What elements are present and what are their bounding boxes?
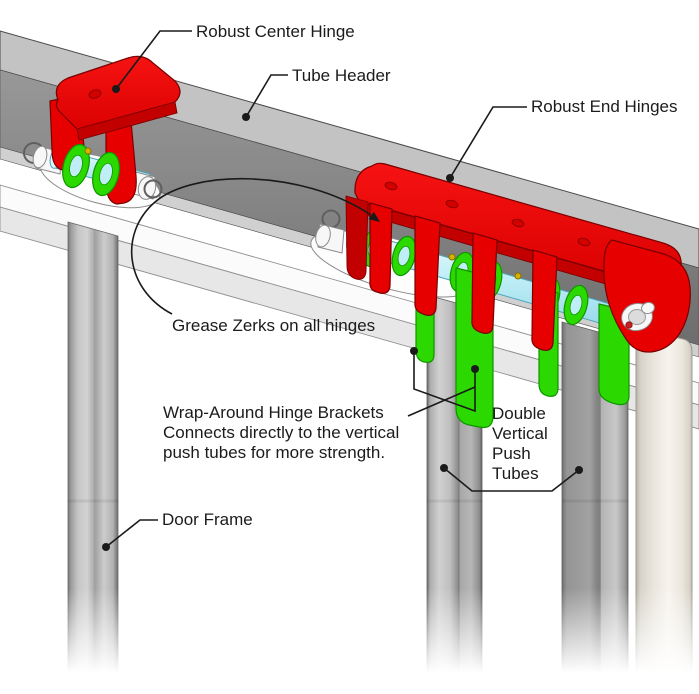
callout-dot xyxy=(440,464,448,472)
center-hinge-assembly xyxy=(23,55,181,209)
grease-zerk xyxy=(448,253,456,261)
callout-dot xyxy=(410,347,418,355)
label-line: Double xyxy=(492,404,546,423)
end-hinge-assembly xyxy=(310,162,691,429)
callout-arrowhead xyxy=(368,211,380,222)
label-line: Tubes xyxy=(492,464,539,483)
label-line: Vertical xyxy=(492,424,548,443)
door-frame-left-post xyxy=(67,221,119,694)
callout-dot xyxy=(446,174,454,182)
label-line: Wrap-Around Hinge Brackets xyxy=(163,403,384,422)
grease-zerk xyxy=(84,147,92,155)
callout-dot xyxy=(112,85,120,93)
grease-zerk xyxy=(514,272,522,280)
label-tube-header: Tube Header xyxy=(292,66,391,85)
callout-dot xyxy=(575,466,583,474)
label-line: Connects directly to the vertical xyxy=(163,423,400,442)
label-wrap-around-brackets: Wrap-Around Hinge Brackets Connects dire… xyxy=(163,403,399,463)
callout-dot xyxy=(102,543,110,551)
label-door-frame: Door Frame xyxy=(162,510,253,529)
label-line: Push xyxy=(492,444,531,463)
label-line: push tubes for more strength. xyxy=(163,443,386,462)
label-robust-end-hinges: Robust End Hinges xyxy=(531,97,678,116)
callout-leaders xyxy=(102,30,583,551)
label-robust-center-hinge: Robust Center Hinge xyxy=(196,22,355,41)
callout-dot xyxy=(242,113,250,121)
label-double-vertical-push-tubes: Double Vertical Push Tubes xyxy=(492,404,548,484)
label-grease-zerks: Grease Zerks on all hinges xyxy=(172,316,376,335)
bottom-fade xyxy=(0,588,699,694)
callout-dot xyxy=(471,365,479,373)
